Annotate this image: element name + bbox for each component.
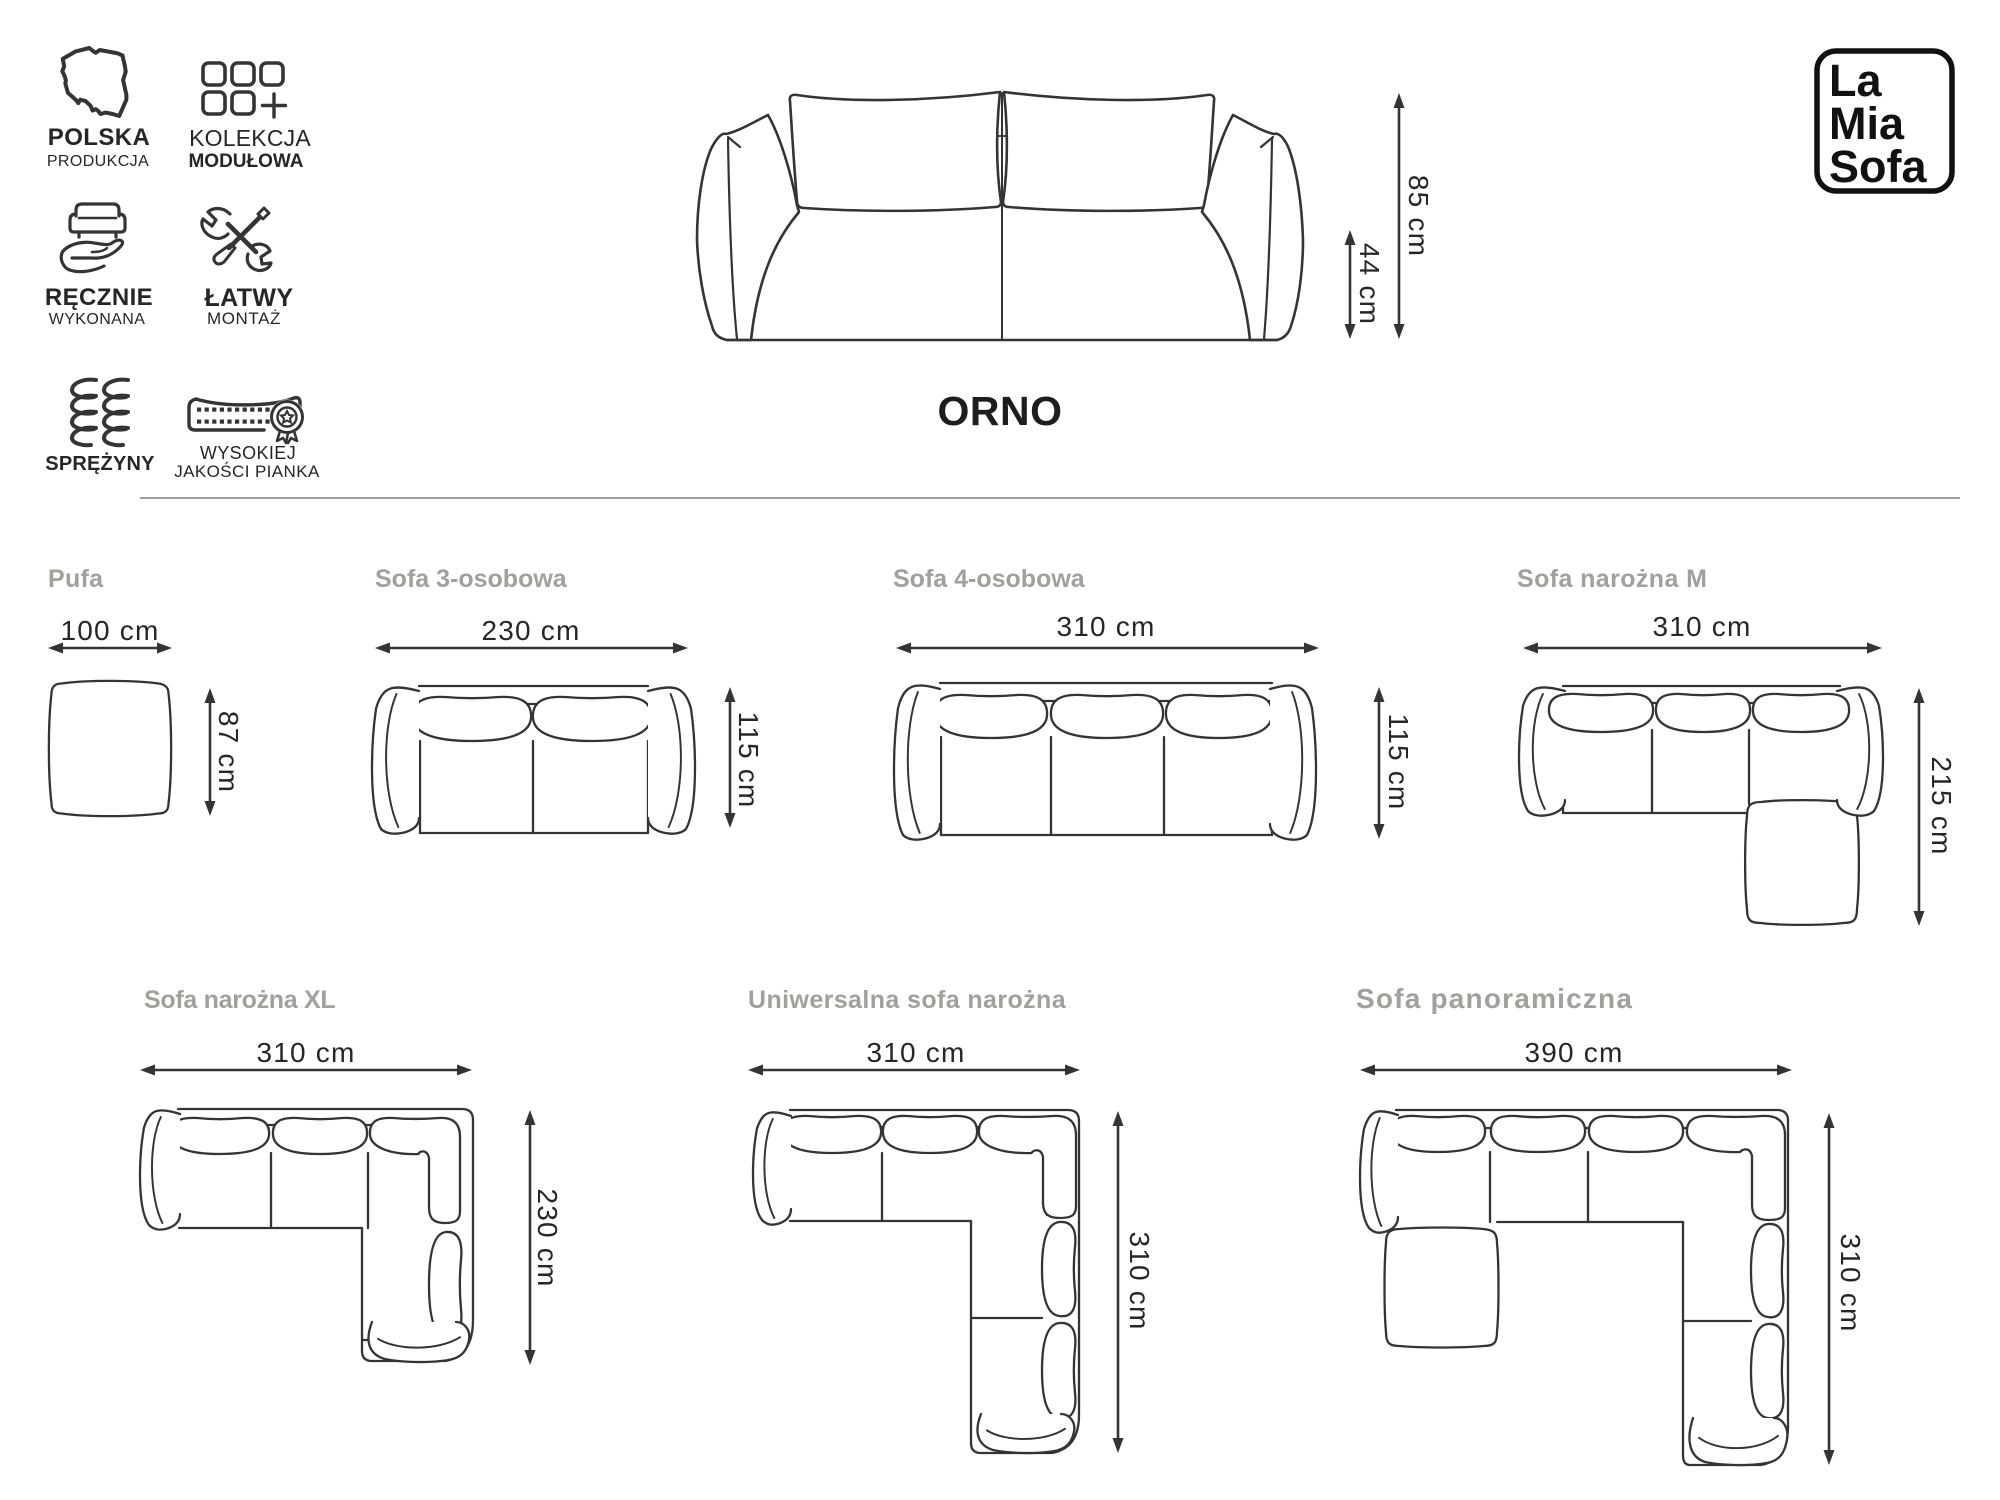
svg-text:44 cm: 44 cm <box>1354 243 1385 325</box>
svg-text:Mia: Mia <box>1829 98 1905 149</box>
svg-text:115 cm: 115 cm <box>733 712 764 809</box>
svg-text:310 cm: 310 cm <box>256 1037 355 1068</box>
svg-text:310 cm: 310 cm <box>1835 1233 1866 1332</box>
svg-text:310 cm: 310 cm <box>1652 611 1751 642</box>
svg-text:310 cm: 310 cm <box>1056 611 1155 642</box>
svg-text:POLSKA: POLSKA <box>48 124 150 151</box>
svg-text:230 cm: 230 cm <box>481 615 580 646</box>
svg-text:215 cm: 215 cm <box>1926 756 1957 855</box>
svg-text:Uniwersalna sofa narożna: Uniwersalna sofa narożna <box>748 986 1067 1014</box>
svg-text:100 cm: 100 cm <box>60 615 159 646</box>
svg-text:La: La <box>1829 55 1882 106</box>
svg-text:Sofa: Sofa <box>1829 141 1927 192</box>
svg-text:Sofa narożna XL: Sofa narożna XL <box>144 986 335 1014</box>
svg-text:390 cm: 390 cm <box>1524 1037 1623 1068</box>
svg-text:Sofa 4-osobowa: Sofa 4-osobowa <box>893 565 1086 593</box>
svg-text:JAKOŚCI PIANKA: JAKOŚCI PIANKA <box>174 462 320 481</box>
svg-text:MONTAŻ: MONTAŻ <box>207 309 281 328</box>
svg-text:Sofa narożna M: Sofa narożna M <box>1517 565 1707 593</box>
svg-text:Pufa: Pufa <box>48 565 104 593</box>
svg-text:SPRĘŻYNY: SPRĘŻYNY <box>45 452 155 475</box>
svg-text:PRODUKCJA: PRODUKCJA <box>47 153 149 170</box>
svg-text:WYSOKIEJ: WYSOKIEJ <box>200 443 296 463</box>
svg-text:310 cm: 310 cm <box>1124 1231 1155 1330</box>
svg-text:ŁATWY: ŁATWY <box>204 284 293 312</box>
svg-text:115 cm: 115 cm <box>1383 714 1414 811</box>
svg-text:RĘCZNIE: RĘCZNIE <box>45 284 153 311</box>
svg-text:Sofa 3-osobowa: Sofa 3-osobowa <box>375 565 568 593</box>
svg-text:87 cm: 87 cm <box>213 711 244 793</box>
svg-text:ORNO: ORNO <box>938 388 1063 434</box>
svg-text:230 cm: 230 cm <box>532 1188 563 1287</box>
svg-text:310 cm: 310 cm <box>866 1037 965 1068</box>
svg-text:Sofa panoramiczna: Sofa panoramiczna <box>1356 983 1633 1014</box>
svg-text:WYKONANA: WYKONANA <box>49 311 146 328</box>
svg-text:MODUŁOWA: MODUŁOWA <box>188 151 303 172</box>
svg-text:85 cm: 85 cm <box>1403 175 1434 257</box>
svg-text:KOLEKCJA: KOLEKCJA <box>189 125 311 151</box>
